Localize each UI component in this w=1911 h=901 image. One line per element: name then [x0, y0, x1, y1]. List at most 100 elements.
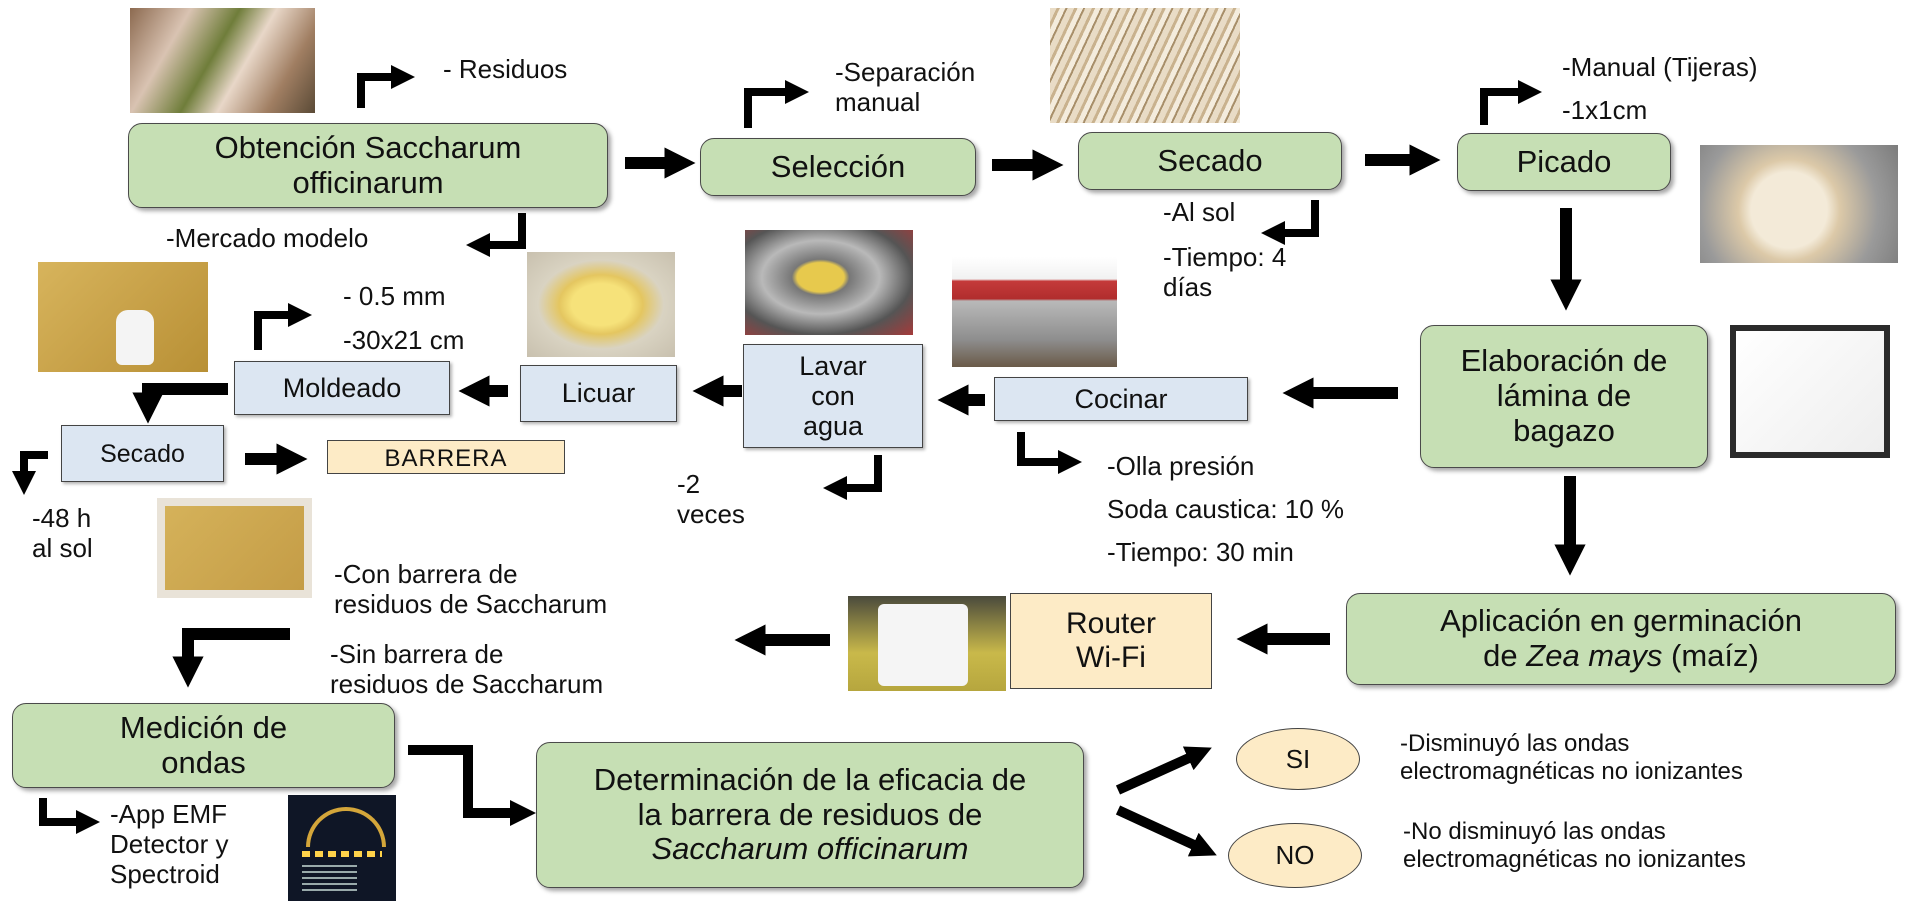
photo-washing-pot: [745, 230, 913, 335]
aplicacion-line2a: de: [1483, 638, 1527, 673]
note-no-2: electromagnéticas no ionizantes: [1403, 845, 1746, 873]
note-sin-1: -Sin barrera de: [330, 639, 504, 669]
cocinar-label: Cocinar: [1074, 383, 1168, 414]
photo-emf-app: [288, 795, 396, 901]
no-oval: NO: [1228, 823, 1362, 888]
note-con-2: residuos de Saccharum: [334, 588, 608, 619]
note-manual: -Manual (Tijeras): [1562, 52, 1758, 82]
note-mercado: -Mercado modelo: [166, 223, 369, 253]
note-sin-barrera: -Sin barrera de residuos de Saccharum: [330, 639, 604, 700]
medicion-box: Medición de ondas: [12, 703, 395, 788]
photo-molding-sheet: [38, 262, 208, 372]
note-separacion-2: manual: [835, 86, 921, 117]
note-medida: -30x21 cm: [343, 325, 465, 355]
hook-48h: [12, 451, 48, 495]
photo-dry-fibers: [1050, 8, 1240, 123]
router-box: Router Wi-Fi: [1010, 593, 1212, 689]
note-si-1: -Disminuyó las ondas: [1400, 730, 1630, 757]
note-grosor: - 0.5 mm: [343, 281, 446, 311]
note-48h: -48 h al sol: [32, 503, 93, 564]
obtencion-label: Obtención Saccharum officinarum: [214, 129, 522, 200]
aplicacion-line2c: (maíz): [1662, 638, 1759, 673]
photo-chopped-pieces: [1700, 145, 1898, 263]
note-tiempo4: -Tiempo: 4 días: [1163, 242, 1287, 303]
aplicacion-label: Aplicación en germinación de Zea mays (m…: [1440, 603, 1802, 673]
note-con-1: -Con barrera de: [334, 559, 518, 589]
arrow-determinacion-si: [1115, 746, 1212, 795]
picado-label: Picado: [1516, 143, 1612, 179]
determinacion-text: Determinación de la eficacia de la barre…: [593, 761, 1027, 832]
note-separacion: -Separación manual: [835, 57, 976, 118]
elaboracion-box: Elaboración de lámina de bagazo: [1420, 325, 1708, 468]
elaboracion-label: Elaboración de lámina de bagazo: [1460, 343, 1668, 448]
determinacion-box: Determinación de la eficacia de la barre…: [536, 742, 1084, 888]
seleccion-label: Selección: [770, 148, 906, 184]
arrow-condiciones-medicion: [172, 628, 290, 688]
note-si-result: -Disminuyó las ondas electromagnéticas n…: [1400, 730, 1743, 785]
note-con-barrera: -Con barrera de residuos de Saccharum: [334, 559, 608, 620]
note-app-1: -App EMF: [110, 799, 228, 829]
note-separacion-1: -Separación: [835, 57, 976, 87]
licuar-label: Licuar: [561, 378, 636, 409]
hook-olla: [1017, 432, 1082, 474]
secado-label: Secado: [1157, 142, 1263, 178]
photo-pressure-cooker: [952, 257, 1117, 367]
barrera-box: BARRERA: [327, 440, 565, 474]
note-soda: Soda caustica: 10 %: [1107, 494, 1345, 524]
hook-grosor: [254, 303, 312, 350]
aplicacion-line1: Aplicación en germinación: [1440, 603, 1802, 639]
note-48h-1: -48 h: [32, 503, 92, 533]
photo-wifi-router: [848, 596, 1006, 691]
picado-box: Picado: [1457, 133, 1671, 191]
note-sin-2: residuos de Saccharum: [330, 668, 604, 699]
aplicacion-species: Zea mays: [1526, 638, 1663, 673]
photo-sugarcane-plants: [130, 8, 315, 113]
lavar-box: Lavar con agua: [743, 344, 923, 448]
hook-separacion: [744, 80, 809, 128]
aplicacion-box: Aplicación en germinación de Zea mays (m…: [1346, 593, 1896, 685]
photo-bagasse-sheet: [1730, 325, 1890, 458]
barrera-label: BARRERA: [384, 445, 508, 473]
hook-veces: [823, 455, 882, 500]
no-label: NO: [1275, 840, 1315, 870]
determinacion-species: Saccharum officinarum: [651, 831, 969, 867]
note-dim: -1x1cm: [1562, 95, 1648, 125]
si-oval: SI: [1236, 728, 1360, 790]
secado-final-box: Secado: [61, 425, 224, 482]
hook-residuos: [357, 65, 415, 108]
photo-blended-pulp: [527, 252, 675, 357]
note-residuos: - Residuos: [443, 54, 568, 84]
note-tiempo4-1: -Tiempo: 4: [1163, 242, 1287, 272]
hook-mercado: [466, 213, 526, 257]
photo-dried-barrier: [157, 498, 312, 598]
note-veces-1: -2: [677, 469, 701, 499]
note-app-3: Spectroid: [110, 858, 220, 889]
note-olla: -Olla presión: [1107, 451, 1255, 481]
secado-box: Secado: [1078, 132, 1342, 190]
note-veces-2: veces: [677, 498, 745, 529]
seleccion-box: Selección: [700, 138, 976, 196]
arrow-determinacion-no: [1115, 805, 1217, 857]
obtencion-box: Obtención Saccharum officinarum: [128, 123, 608, 208]
moldeado-box: Moldeado: [234, 361, 450, 415]
note-si-2: electromagnéticas no ionizantes: [1400, 757, 1743, 785]
note-tiempo30: -Tiempo: 30 min: [1107, 537, 1294, 567]
note-app-2: Detector y: [110, 828, 229, 859]
arrow-moldeado-secado: [132, 383, 228, 424]
determinacion-label: Determinación de la eficacia de la barre…: [590, 761, 1030, 867]
si-label: SI: [1285, 743, 1311, 774]
hook-al-sol: [1261, 200, 1319, 245]
note-app: -App EMF Detector y Spectroid: [110, 799, 229, 890]
router-label: Router Wi-Fi: [1065, 607, 1157, 674]
medicion-label: Medición de ondas: [119, 709, 288, 780]
moldeado-label: Moldeado: [282, 372, 402, 403]
note-veces: -2 veces: [677, 469, 745, 530]
cocinar-box: Cocinar: [994, 377, 1248, 421]
note-no-result: -No disminuyó las ondas electromagnética…: [1403, 818, 1746, 873]
note-tiempo4-2: días: [1163, 271, 1213, 302]
secado-final-label: Secado: [100, 439, 185, 468]
note-48h-2: al sol: [32, 532, 93, 563]
hook-app: [39, 798, 100, 834]
note-al-sol: -Al sol: [1163, 197, 1236, 227]
